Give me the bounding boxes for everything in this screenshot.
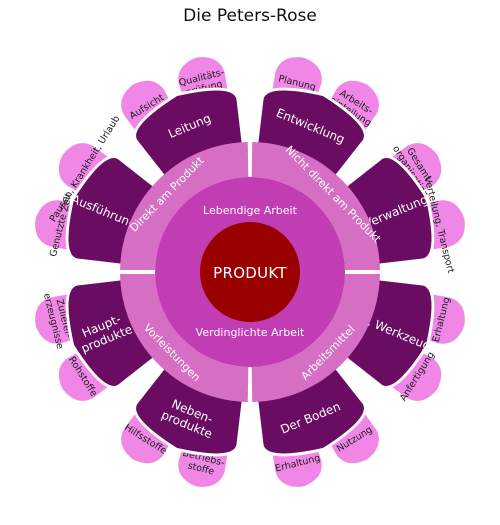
inner-ring-verdinglichte-arbeit-label: Verdinglichte Arbeit [196, 326, 305, 339]
center-label: PRODUKT [213, 264, 287, 282]
middle-ring-nicht-direkt-am-produkt [251, 142, 380, 272]
diagram-title: Die Peters-Rose [183, 6, 317, 26]
ring-divider-top [248, 140, 252, 180]
inner-ring-lebendige-arbeit-label: Lebendige Arbeit [203, 204, 298, 217]
middle-ring-direkt-am-produkt [120, 142, 249, 272]
center-circle [200, 222, 300, 322]
middle-ring-vorleistungen [120, 272, 249, 402]
ring-divider-bottom [248, 364, 252, 404]
middle-ring-arbeitsmittel [251, 272, 380, 402]
